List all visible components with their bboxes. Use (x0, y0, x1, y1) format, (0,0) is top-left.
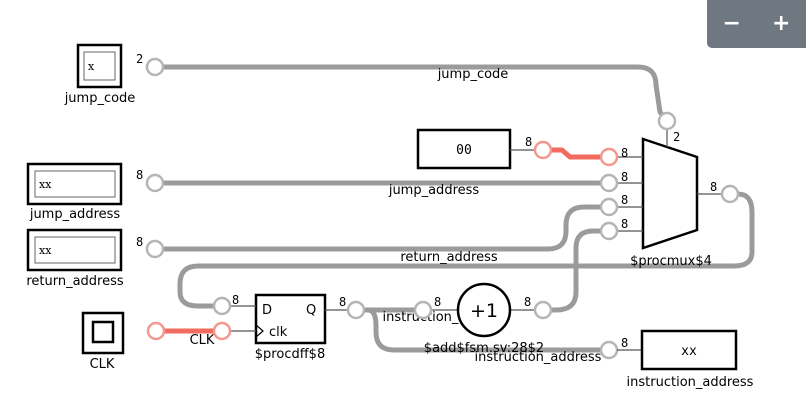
adder-out-port[interactable] (533, 300, 553, 320)
output-in-port[interactable] (599, 340, 619, 360)
dff-d-port[interactable] (212, 296, 232, 316)
input-return-address-label: return_address (26, 274, 124, 289)
input-jump-address-label: jump_address (29, 207, 121, 222)
jump-code-width-label: 2 (136, 52, 143, 66)
constant-value: 00 (456, 143, 472, 158)
mux-name-label: $procmux$4 (630, 254, 712, 269)
wire-jump-address-label: jump_address (388, 183, 480, 198)
output-name-label: instruction_address (627, 375, 754, 390)
mux-in0-port[interactable] (599, 147, 619, 167)
wire-return-address (152, 204, 612, 252)
adder-in-width: 8 (434, 295, 441, 309)
mux-in2-width: 8 (621, 193, 628, 207)
clk-out-port[interactable] (146, 321, 166, 341)
input-jump-code[interactable]: x (76, 43, 123, 89)
dff-q-width: 8 (339, 295, 346, 309)
constant-00: 00 (416, 128, 512, 170)
mux-in1-width: 8 (621, 170, 628, 184)
wire-constant (540, 147, 612, 160)
return-address-width-label: 8 (136, 235, 143, 249)
wire-mux-out (177, 191, 755, 309)
mux-in1-port[interactable] (599, 173, 619, 193)
input-return-address-value[interactable]: xx (39, 244, 52, 257)
wire-jump-code (152, 64, 670, 124)
wire-clk-label: CLK (190, 333, 215, 348)
mux-sel-port[interactable] (657, 111, 677, 131)
adder-out-width: 8 (524, 295, 531, 309)
jump-address-width-label: 8 (136, 168, 143, 182)
mux-in3-width: 8 (621, 217, 628, 231)
dff-clk-port[interactable] (212, 321, 232, 341)
input-jump-address-value[interactable]: xx (39, 178, 52, 191)
wire-adder-out (540, 228, 612, 313)
input-jump-code-label: jump_code (64, 91, 136, 106)
dff-name-label: $procdff$8 (255, 347, 325, 362)
zoom-out-button[interactable]: − (715, 13, 749, 35)
adder-add28: +1 (431, 282, 535, 338)
output-value: xx (681, 344, 697, 359)
adder-in-port[interactable] (413, 300, 433, 320)
output-instruction-address: xx (640, 329, 738, 371)
input-clk[interactable] (81, 311, 125, 355)
return-address-out-port[interactable] (145, 239, 165, 259)
mux-out-port[interactable] (720, 184, 740, 204)
wire-instr-out-label: instruction_address (475, 350, 602, 365)
input-clk-label: CLK (90, 357, 115, 372)
mux-in3-port[interactable] (599, 221, 619, 241)
adder-op-label: +1 (470, 300, 498, 322)
wire-dff-q-out (365, 307, 612, 353)
wire-jump-code-label: jump_code (437, 67, 509, 82)
jump-code-out-port[interactable] (145, 57, 165, 77)
output-width-label: 8 (621, 336, 628, 350)
dff-d-label: D (262, 303, 272, 318)
mux-sel-width-label: 2 (673, 130, 680, 144)
input-jump-address[interactable]: xx (26, 162, 123, 206)
dff-q-port[interactable] (346, 300, 366, 320)
input-return-address[interactable]: xx (26, 228, 123, 272)
input-jump-code-value[interactable]: x (88, 60, 95, 73)
dff-q-label: Q (306, 303, 316, 318)
dff-procdff8: D Q clk (230, 293, 348, 345)
constant-width-label: 8 (525, 135, 532, 149)
wire-return-address-label: return_address (400, 250, 498, 265)
constant-out-port[interactable] (533, 140, 553, 160)
dff-clk-label: clk (269, 325, 288, 340)
adder-name-label: $add$fsm.sv:28$2 (424, 341, 544, 356)
zoom-in-button[interactable]: + (764, 13, 798, 35)
zoom-controls: − + (707, 0, 806, 48)
mux-in0-width: 8 (621, 146, 628, 160)
dff-d-width: 8 (232, 293, 239, 307)
mux-in2-port[interactable] (599, 197, 619, 217)
mux-out-width: 8 (710, 180, 717, 194)
mux-procmux4 (617, 128, 722, 250)
jump-address-out-port[interactable] (145, 173, 165, 193)
